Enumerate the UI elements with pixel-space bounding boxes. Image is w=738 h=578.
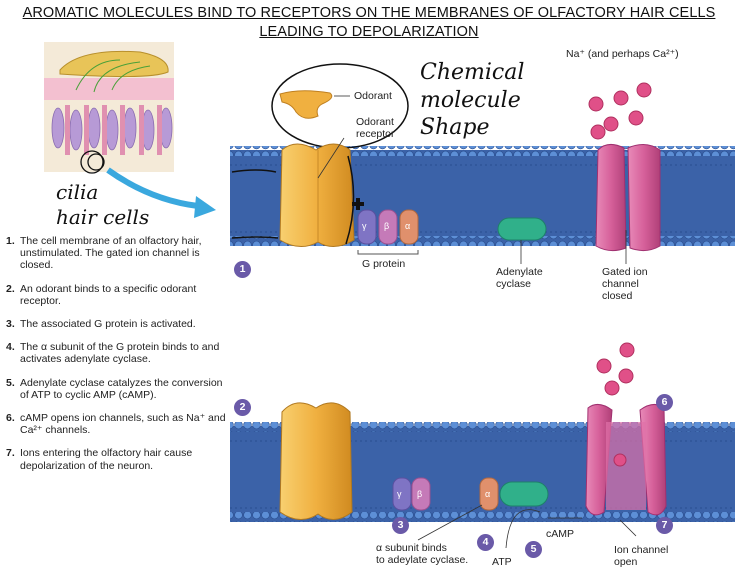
ions-top <box>588 82 652 140</box>
step-circle-3: 3 <box>392 517 409 534</box>
inset-olfactory-epithelium <box>44 42 174 174</box>
odorant-receptor-bottom <box>279 402 353 520</box>
label-gated-1: Gated ion <box>602 266 648 278</box>
step-1: 1.The cell membrane of an olfactory hair… <box>6 235 202 272</box>
label-adenylate-1: Adenylate <box>496 266 543 278</box>
label-odorant-receptor-1: Odorant <box>356 116 394 128</box>
ion-channel-closed <box>595 144 661 252</box>
connector-lines <box>417 504 637 549</box>
step-circle-1: 1 <box>234 261 251 278</box>
adenylate-cyclase-bottom <box>499 481 549 507</box>
step-circle-4: 4 <box>477 534 494 551</box>
label-odorant: Odorant <box>354 90 392 102</box>
step-4: 4.The α subunit of the G protein binds t… <box>6 341 220 366</box>
title-line-2: LEADING TO DEPOLARIZATION <box>259 24 479 40</box>
step-circle-7: 7 <box>656 517 673 534</box>
label-beta: β <box>384 221 390 231</box>
label-odorant-receptor-2: receptor <box>356 128 395 140</box>
label-gated-2: channel <box>602 278 639 290</box>
g-protein-bottom <box>392 477 499 511</box>
step-2: 2.An odorant binds to a specific odorant… <box>6 282 197 307</box>
step-5: 5.Adenylate cyclase catalyzes the conver… <box>6 376 223 401</box>
label-beta-bottom: β <box>417 489 423 499</box>
label-atp: ATP <box>492 556 512 568</box>
pointer-arrow <box>106 167 216 218</box>
odorant-molecule <box>279 90 333 119</box>
label-ion-channel-2: open <box>614 556 638 568</box>
label-na-ca: Na⁺ (and perhaps Ca²⁺) <box>566 48 679 60</box>
label-ion-channel-1: Ion channel <box>614 544 669 556</box>
annotation-hair-cells: hair cells <box>56 205 150 229</box>
label-alpha-bottom: α <box>485 489 491 499</box>
ions-bottom <box>596 342 635 467</box>
step-circle-5: 5 <box>525 541 542 558</box>
label-gamma-bottom: γ <box>397 489 402 499</box>
label-alpha-binds-2: to adeylate cyclase. <box>376 554 469 566</box>
step-3: 3.The associated G protein is activated. <box>6 318 196 331</box>
label-alpha-binds-1: α subunit binds <box>376 542 447 554</box>
label-camp: cAMP <box>546 528 575 540</box>
annotation-cilia: cilia <box>56 180 99 204</box>
odorant-receptor-top <box>279 143 355 247</box>
annotation-shape: Shape <box>420 115 490 140</box>
g-protein-top <box>357 209 419 255</box>
steps-list: 1.The cell membrane of an olfactory hair… <box>6 235 234 483</box>
cursor-icon <box>352 198 364 210</box>
step-circle-6: 6 <box>656 394 673 411</box>
label-gamma: γ <box>362 221 367 231</box>
step-7: 7.Ions entering the olfactory hair cause… <box>6 447 193 472</box>
label-adenylate-2: cyclase <box>496 278 532 290</box>
title-line-1: AROMATIC MOLECULES BIND TO RECEPTORS ON … <box>22 5 716 21</box>
annotation-molecule: molecule <box>420 88 521 113</box>
label-gated-3: closed <box>602 290 633 302</box>
label-alpha: α <box>405 221 411 231</box>
ion-channel-open <box>585 404 667 516</box>
annotation-chemical: Chemical <box>420 60 525 85</box>
step-circle-2: 2 <box>234 399 251 416</box>
step-6: 6.cAMP opens ion channels, such as Na⁺ a… <box>6 412 226 437</box>
label-g-protein: G protein <box>362 258 406 270</box>
adenylate-cyclase-top <box>497 217 547 241</box>
